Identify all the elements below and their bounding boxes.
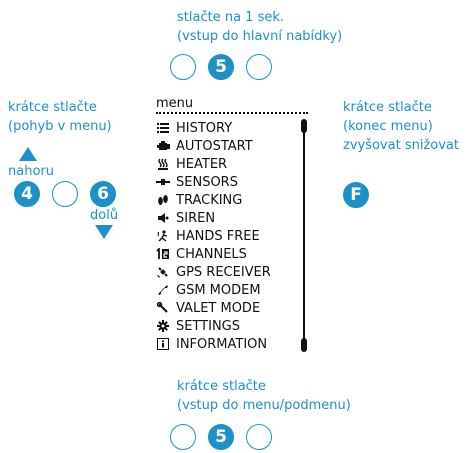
channels-icon (156, 247, 170, 261)
bottom-caption-line1: krátce stlačte (177, 379, 266, 394)
menu-item-history[interactable]: HISTORY (156, 119, 306, 137)
bottom-button-5[interactable]: 5 (208, 424, 234, 450)
menu-item-settings[interactable]: SETTINGS (156, 317, 306, 335)
bottom-button-right[interactable] (246, 424, 272, 450)
down-label: dolů (90, 208, 119, 223)
menu-item-label: VALET MODE (176, 300, 261, 316)
right-caption-line2: (konec menu) (343, 119, 433, 134)
list-icon (156, 121, 170, 135)
menu-item-gsm-modem[interactable]: GSM MODEM (156, 281, 306, 299)
menu-item-label: GPS RECEIVER (176, 264, 271, 280)
info-icon (156, 337, 170, 351)
menu-scrollbar[interactable] (303, 122, 305, 350)
scrollbar-bottom-cap (301, 338, 307, 352)
top-caption-line2: (vstup do hlavní nabídky) (177, 29, 343, 44)
menu-item-channels[interactable]: CHANNELS (156, 245, 306, 263)
wrench-icon (156, 301, 170, 315)
up-arrow-icon (19, 147, 37, 161)
top-button-right[interactable] (246, 54, 272, 80)
left-caption-line2: (pohyb v menu) (8, 119, 112, 134)
hands-free-icon (156, 229, 170, 243)
heater-icon (156, 157, 170, 171)
footprints-icon (156, 193, 170, 207)
menu-item-label: HEATER (176, 156, 228, 172)
menu-item-gps-receiver[interactable]: GPS RECEIVER (156, 263, 306, 281)
bottom-button-left[interactable] (170, 424, 196, 450)
menu-item-tracking[interactable]: TRACKING (156, 191, 306, 209)
menu-item-sensors[interactable]: SENSORS (156, 173, 306, 191)
menu-item-information[interactable]: INFORMATION (156, 335, 306, 353)
menu-item-hands-free[interactable]: HANDS FREE (156, 227, 306, 245)
scrollbar-top-cap (301, 119, 307, 133)
menu-item-label: AUTOSTART (176, 138, 253, 154)
down-arrow-icon (95, 225, 113, 239)
menu-item-label: SETTINGS (176, 318, 241, 334)
siren-icon (156, 211, 170, 225)
menu-item-label: GSM MODEM (176, 282, 261, 298)
left-button-4[interactable]: 4 (14, 181, 40, 207)
menu-item-label: HISTORY (176, 120, 233, 136)
up-label: nahoru (8, 164, 54, 179)
menu-item-siren[interactable]: SIREN (156, 209, 306, 227)
left-button-middle[interactable] (52, 181, 78, 207)
menu-item-label: TRACKING (176, 192, 243, 208)
top-caption-line1: stlačte na 1 sek. (177, 10, 284, 25)
right-caption-line3: zvyšovat snižovat (343, 138, 459, 153)
menu-list: HISTORY AUTOSTART HEATER SENSORS TRACKIN… (156, 119, 306, 353)
top-button-5[interactable]: 5 (208, 54, 234, 80)
menu-item-label: SIREN (176, 210, 216, 226)
menu-item-label: INFORMATION (176, 336, 268, 352)
menu-item-label: SENSORS (176, 174, 238, 190)
menu-title: menu (156, 96, 194, 111)
top-button-left[interactable] (170, 54, 196, 80)
sensor-icon (156, 175, 170, 189)
gear-icon (156, 319, 170, 333)
menu-item-autostart[interactable]: AUTOSTART (156, 137, 306, 155)
menu-divider (156, 112, 308, 114)
menu-item-valet-mode[interactable]: VALET MODE (156, 299, 306, 317)
menu-item-heater[interactable]: HEATER (156, 155, 306, 173)
menu-item-label: HANDS FREE (176, 228, 260, 244)
right-button-f[interactable]: F (343, 182, 369, 208)
satellite-icon (156, 265, 170, 279)
left-caption-line1: krátce stlačte (8, 100, 97, 115)
right-caption-line1: krátce stlačte (343, 100, 432, 115)
bottom-caption-line2: (vstup do menu/podmenu) (177, 398, 351, 413)
menu-item-label: CHANNELS (176, 246, 247, 262)
engine-icon (156, 139, 170, 153)
phone-icon (156, 283, 170, 297)
left-button-6[interactable]: 6 (90, 181, 116, 207)
